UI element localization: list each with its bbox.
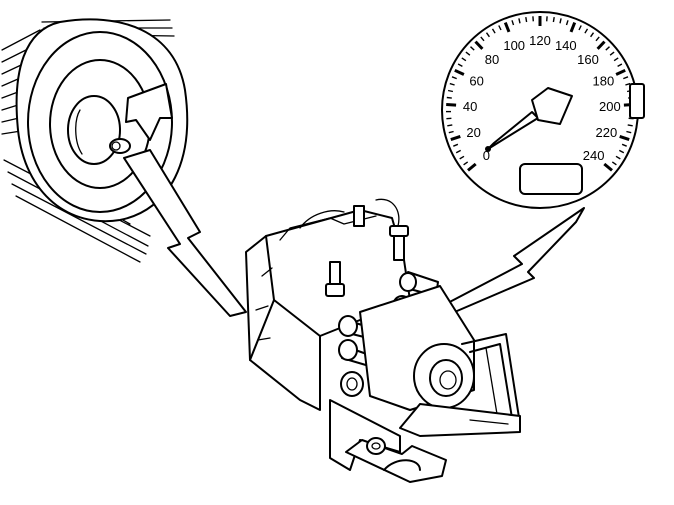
speedometer-minor-tick [451,76,457,80]
mounting-bracket [329,399,521,483]
speedometer-minor-tick [627,124,633,127]
speedometer-minor-tick [623,76,629,80]
speedometer-minor-tick [615,155,621,160]
speedometer-label-180: 180 [593,73,615,88]
speedometer-label-160: 160 [577,52,599,67]
speedometer-minor-tick [457,63,463,68]
speedometer-minor-tick [470,46,475,51]
speedometer-major-tick [454,68,465,76]
speedometer-minor-tick [525,16,528,23]
speedometer-major-tick [474,40,484,50]
speedometer-minor-tick [491,28,496,34]
speedometer-minor-tick [453,143,459,147]
speedometer-label-120: 120 [529,33,551,48]
rotation-arrow-icon [125,83,173,141]
speedometer-label-0: 0 [483,148,490,163]
speedometer-major-tick [596,40,606,50]
speedometer-minor-tick [485,32,490,38]
speedometer-label-140: 140 [555,38,577,53]
speedometer-minor-tick [465,51,471,56]
speedometer-minor-tick [626,130,632,134]
wheel-speed-sensor-illustration [1,18,189,263]
speedometer-major-tick [503,22,511,33]
speedometer-label-60: 60 [469,73,483,88]
pump-motor [359,285,521,431]
motor-end-cap [413,343,475,409]
speedometer-minor-tick [447,89,454,93]
speedometer-minor-tick [595,36,600,42]
speedometer-minor-tick [605,46,610,51]
speedometer-major-tick [619,134,630,142]
speedometer-minor-tick [448,130,454,134]
speedometer-minor-tick [565,20,569,26]
speedometer-label-240: 240 [583,148,605,163]
odometer-window [519,163,583,195]
speedometer-minor-tick [455,149,462,154]
speedometer-major-tick [467,162,477,172]
speedometer-major-tick [603,162,613,172]
speedometer-minor-tick [609,51,615,56]
speedometer-minor-tick [613,57,619,62]
solenoid-valves [325,205,409,297]
speedometer-label-220: 220 [596,125,618,140]
speedometer-major-tick [450,134,461,142]
speedometer-label-100: 100 [503,38,525,53]
speedometer-minor-tick [463,161,469,166]
speedometer-major-tick [615,68,626,76]
speedometer-minor-tick [511,20,515,26]
signal-callout-right [441,207,585,315]
speedometer-needle-hub [531,87,573,125]
signal-callout-left [123,149,247,317]
speedometer-minor-tick [617,63,623,68]
speedometer-minor-tick [559,18,562,24]
speedometer-minor-tick [480,36,485,42]
speedometer-minor-tick [621,143,627,147]
speedometer-minor-tick [590,32,595,38]
speedometer-label-200: 200 [599,99,621,114]
speedometer-minor-tick [447,124,453,127]
speedometer-minor-tick [552,16,555,23]
speedometer-label-80: 80 [485,52,499,67]
speedometer-minor-tick [446,96,452,99]
speedometer-minor-tick [611,161,617,166]
speedometer-minor-tick [461,57,467,62]
speedometer-minor-tick [618,149,625,154]
speedometer-minor-tick [498,25,502,31]
bracket-bolt [366,437,386,455]
speedometer-major-tick [446,103,457,107]
speedometer-label-40: 40 [463,99,477,114]
speedometer-minor-tick [584,28,589,34]
wheel-hub [67,95,121,165]
speedometer-major-tick [569,22,577,33]
speedometer-label-20: 20 [466,125,480,140]
speedometer-minor-tick [449,82,455,86]
speedometer-needle [487,111,539,150]
speedometer-minor-tick [518,18,521,24]
speedometer-minor-tick [625,82,631,86]
speedometer-minor-tick [459,155,465,160]
abs-modulator-unit [245,198,521,483]
trip-indicator [629,83,645,119]
speedometer-minor-tick [578,25,582,31]
